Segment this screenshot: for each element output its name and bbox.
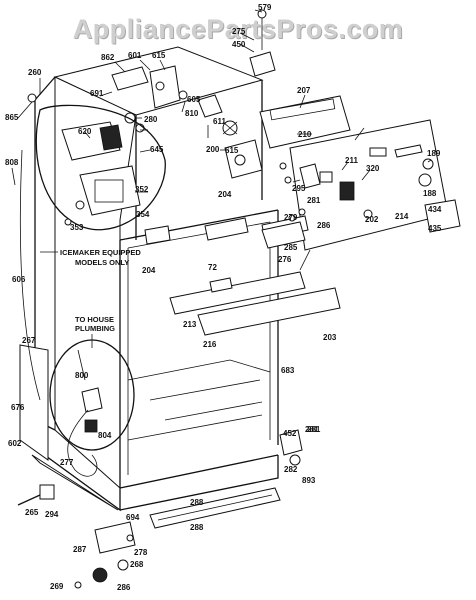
part-label-645: 645 xyxy=(150,145,164,154)
part-label-278: 278 xyxy=(134,548,148,557)
part-label-280: 280 xyxy=(144,115,158,124)
part-label-605: 605 xyxy=(187,95,201,104)
base-grille xyxy=(149,487,281,529)
part-label-287: 287 xyxy=(73,545,87,554)
center-hinge xyxy=(261,208,306,249)
part-label-269: 269 xyxy=(50,582,64,591)
part-label-279: 279 xyxy=(284,213,298,222)
water-valve-detail xyxy=(49,339,135,477)
part-label-286: 286 xyxy=(317,221,331,230)
light-shield xyxy=(424,199,461,233)
part-label-804: 804 xyxy=(98,431,112,440)
leader-lines xyxy=(11,9,432,271)
part-label-353: 353 xyxy=(70,223,84,232)
part-label-434: 434 xyxy=(428,205,442,214)
part-label-606: 606 xyxy=(12,275,26,284)
part-label-189: 189 xyxy=(427,149,441,158)
part-label-211: 211 xyxy=(345,156,358,165)
bottom-hinge xyxy=(279,429,303,466)
part-label-683: 683 xyxy=(281,366,295,375)
part-label-285: 285 xyxy=(284,243,298,252)
note-plumbing-line-2: PLUMBING xyxy=(75,324,115,333)
icemaker-assembly xyxy=(27,93,166,231)
part-label-602: 602 xyxy=(8,439,22,448)
part-label-281: 281 xyxy=(305,425,319,434)
part-label-265: 265 xyxy=(25,508,39,517)
part-label-435: 435 xyxy=(428,224,442,233)
part-label-865: 865 xyxy=(5,113,19,122)
part-label-282: 282 xyxy=(284,465,298,474)
top-hinge xyxy=(249,9,276,77)
part-label-800: 800 xyxy=(75,371,89,380)
roller-leveler-parts xyxy=(17,484,136,589)
part-label-281: 281 xyxy=(307,196,321,205)
part-label-893: 893 xyxy=(302,476,316,485)
part-label-268: 268 xyxy=(130,560,144,569)
thermostat-parts xyxy=(224,139,321,189)
part-label-810: 810 xyxy=(185,109,199,118)
part-label-320: 320 xyxy=(366,164,380,173)
part-label-267: 267 xyxy=(22,336,36,345)
part-label-288: 288 xyxy=(190,498,204,507)
part-label-691: 691 xyxy=(90,89,104,98)
part-label-862: 862 xyxy=(101,53,115,62)
part-label-295: 295 xyxy=(292,184,306,193)
part-label-620: 620 xyxy=(78,127,92,136)
part-label-260: 260 xyxy=(28,68,42,77)
part-label-450: 450 xyxy=(232,40,246,49)
note-icemaker-line-2: MODELS ONLY xyxy=(75,258,129,267)
part-label-354: 354 xyxy=(136,210,150,219)
part-label-72: 72 xyxy=(208,263,217,272)
part-label-676: 676 xyxy=(11,403,25,412)
control-panel xyxy=(259,95,449,251)
part-label-202: 202 xyxy=(365,215,379,224)
part-label-579: 579 xyxy=(258,3,272,12)
part-label-213: 213 xyxy=(183,320,197,329)
part-label-204: 204 xyxy=(218,190,232,199)
part-label-808: 808 xyxy=(5,158,19,167)
part-label-277: 277 xyxy=(60,458,74,467)
plumbing-note: TO HOUSE PLUMBING xyxy=(75,315,115,348)
part-label-207: 207 xyxy=(297,86,311,95)
part-label-294: 294 xyxy=(45,510,59,519)
part-label-615: 615 xyxy=(225,146,239,155)
note-plumbing-line-1: TO HOUSE xyxy=(75,315,114,324)
part-label-188: 188 xyxy=(423,189,437,198)
part-label-615: 615 xyxy=(152,51,166,60)
part-label-601: 601 xyxy=(128,51,142,60)
part-label-214: 214 xyxy=(395,212,409,221)
part-label-286: 286 xyxy=(117,583,131,592)
part-label-352: 352 xyxy=(135,185,149,194)
part-label-281: 281 xyxy=(307,425,321,434)
part-label-204: 204 xyxy=(142,266,156,275)
part-number-labels: 579 275 450 862 601 615 691 207 260 280 810 620 611 6… xyxy=(5,3,442,592)
part-label-210: 210 xyxy=(298,130,312,139)
part-label-452: 452 xyxy=(283,429,297,438)
note-icemaker-line-1: ICEMAKER EQUIPPED xyxy=(60,248,141,257)
part-label-216: 216 xyxy=(203,340,217,349)
part-label-275: 275 xyxy=(232,27,246,36)
part-label-203: 203 xyxy=(323,333,337,342)
evaporator-fan xyxy=(222,120,238,136)
site-watermark: AppliancePartsPros.com xyxy=(72,14,404,44)
icemaker-note: ICEMAKER EQUIPPED MODELS ONLY xyxy=(40,248,141,267)
part-label-694: 694 xyxy=(126,513,140,522)
water-line-tube xyxy=(19,149,41,401)
part-label-276: 276 xyxy=(278,255,292,264)
kick-plate xyxy=(31,454,119,511)
rear-access-panel xyxy=(19,344,49,461)
part-label-611: 611 xyxy=(213,117,226,126)
part-label-288: 288 xyxy=(190,523,204,532)
part-label-200: 200 xyxy=(206,145,220,154)
